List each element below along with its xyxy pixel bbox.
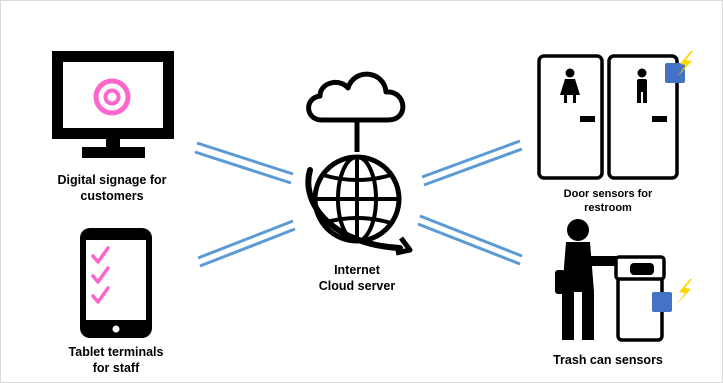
cloud-label-line-1: Internet — [334, 263, 380, 277]
trash-can-icon — [614, 255, 666, 342]
signage-label: Digital signage for customers — [42, 172, 182, 204]
cloud-server-label: Internet Cloud server — [297, 262, 417, 294]
female-icon — [560, 68, 580, 103]
door-label-line-1: Door sensors for — [563, 188, 653, 200]
sensor-icon — [652, 292, 672, 312]
connector-cloud-trash — [417, 214, 523, 266]
sensor-icon — [665, 63, 685, 83]
tablet-label: Tablet terminals for staff — [46, 344, 186, 376]
trash-label-line-1: Trash can sensors — [553, 353, 663, 367]
monitor-icon — [52, 51, 174, 158]
male-icon — [637, 68, 647, 103]
cloud-icon — [306, 71, 406, 123]
tablet-label-line-1: Tablet terminals — [68, 345, 164, 359]
globe-icon — [305, 154, 413, 256]
checkmark-icon — [91, 246, 110, 304]
door-sensor-label: Door sensors for restroom — [548, 187, 668, 215]
lightning-icon — [677, 51, 693, 77]
lightning-icon — [676, 279, 692, 305]
person-icon — [555, 219, 622, 340]
signage-label-line-1: Digital signage for — [57, 173, 167, 187]
target-icon — [93, 78, 131, 116]
door-label-line-2: restroom — [584, 202, 632, 214]
cloud-label-line-2: Cloud server — [318, 279, 396, 293]
restroom-door-icon — [537, 54, 679, 180]
connector-tablet-cloud — [197, 219, 296, 268]
trash-sensor-label: Trash can sensors — [538, 352, 678, 368]
signage-label-line-2: customers — [80, 189, 144, 203]
tablet-icon — [80, 228, 152, 338]
connector-signage-cloud — [194, 141, 294, 185]
tablet-label-line-2: for staff — [92, 361, 140, 375]
connector-cloud-door — [421, 139, 523, 187]
